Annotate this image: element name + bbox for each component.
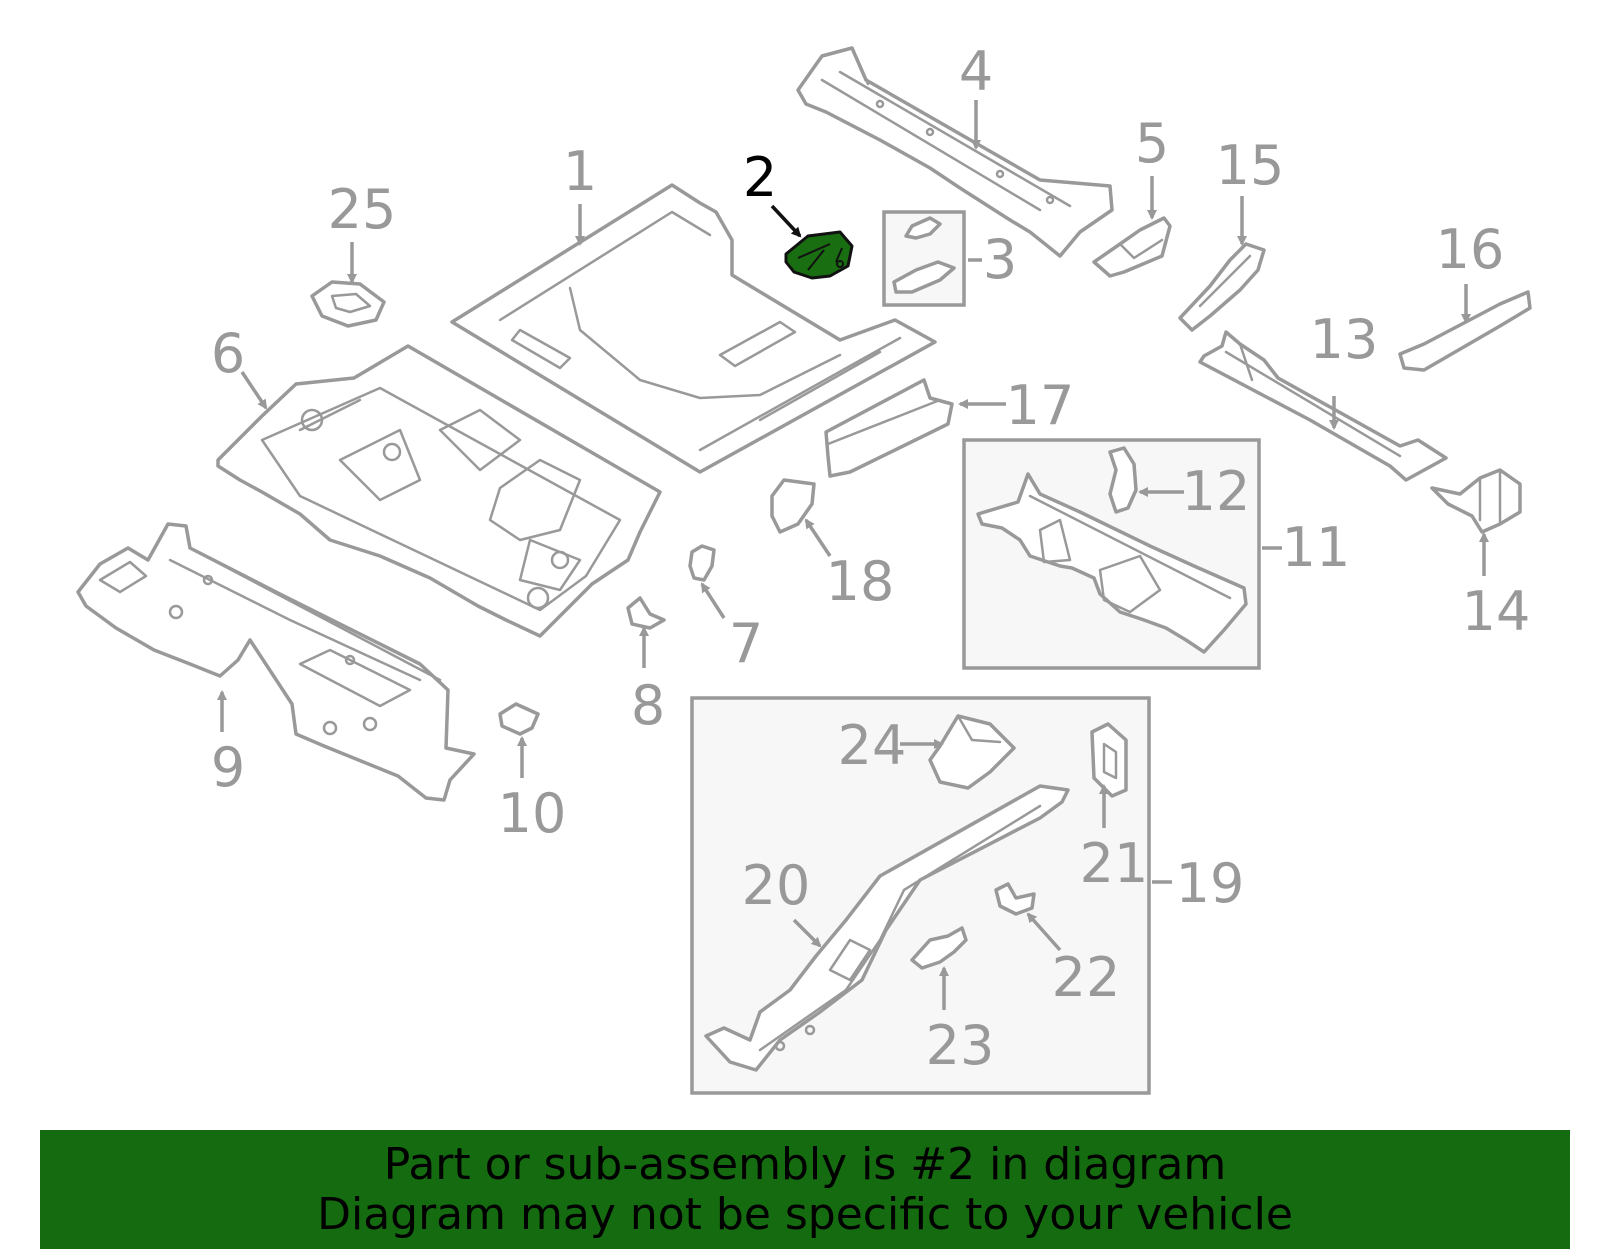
part-14-bracket[interactable]	[1430, 468, 1522, 534]
part-6-floor-assembly[interactable]	[216, 344, 662, 638]
part-10-clip[interactable]	[498, 702, 540, 736]
callout-19[interactable]: 19	[1176, 852, 1245, 915]
banner-line-1: Part or sub-assembly is #2 in diagram	[383, 1138, 1227, 1190]
part-3-brackets[interactable]	[892, 216, 956, 294]
part-17-member[interactable]	[824, 378, 954, 478]
callout-15[interactable]: 15	[1216, 134, 1285, 197]
callout-10[interactable]: 10	[498, 782, 567, 845]
callout-13[interactable]: 13	[1310, 308, 1379, 371]
callout-21[interactable]: 21	[1080, 832, 1149, 895]
callout-20[interactable]: 20	[742, 854, 811, 917]
callout-5[interactable]: 5	[1135, 112, 1169, 175]
part-13-rail[interactable]	[1198, 330, 1448, 482]
part-20-rail[interactable]	[704, 784, 1070, 1072]
callout-23[interactable]: 23	[926, 1014, 995, 1077]
part-9-rail[interactable]	[76, 522, 476, 802]
callout-2[interactable]: 2	[743, 146, 777, 209]
part-4-cross-member[interactable]	[796, 46, 1114, 258]
part-23-bracket[interactable]	[910, 926, 968, 970]
part-21-bracket[interactable]	[1090, 722, 1128, 798]
part-15-bracket[interactable]	[1178, 242, 1266, 332]
banner-line-2: Diagram may not be specific to your vehi…	[317, 1188, 1293, 1240]
part-2-bracket-highlighted[interactable]	[784, 230, 854, 280]
callout-7[interactable]: 7	[729, 612, 763, 675]
part-7-clip[interactable]	[688, 544, 716, 582]
info-banner: Part or sub-assembly is #2 in diagram Di…	[40, 1130, 1570, 1249]
callout-22[interactable]: 22	[1052, 946, 1121, 1009]
callout-9[interactable]: 9	[211, 736, 245, 799]
part-22-clip[interactable]	[994, 882, 1036, 916]
part-12-bracket[interactable]	[1108, 446, 1138, 514]
callout-14[interactable]: 14	[1462, 580, 1531, 643]
callout-6[interactable]: 6	[211, 322, 245, 385]
part-11-assembly[interactable]	[976, 472, 1248, 654]
part-18-plate[interactable]	[770, 478, 816, 534]
callout-3[interactable]: 3	[983, 228, 1017, 291]
part-1-floor-pan[interactable]	[450, 183, 937, 474]
callout-17[interactable]: 17	[1006, 374, 1075, 437]
callout-25[interactable]: 25	[328, 178, 397, 241]
part-24-bracket[interactable]	[928, 714, 1016, 790]
callout-24[interactable]: 24	[838, 714, 907, 777]
callout-4[interactable]: 4	[959, 40, 993, 103]
callout-16[interactable]: 16	[1436, 218, 1505, 281]
callout-12[interactable]: 12	[1182, 460, 1251, 523]
part-5-bracket[interactable]	[1092, 216, 1172, 278]
callout-1[interactable]: 1	[563, 140, 597, 203]
part-25-grommet[interactable]	[310, 280, 386, 328]
callout-labels: 1 2 3 4 5 6 7 8 9 10 11 12 13 14 15 16 1…	[211, 40, 1531, 1077]
callout-8[interactable]: 8	[631, 674, 665, 737]
leader-lines	[217, 100, 1489, 1010]
part-16-rail[interactable]	[1398, 290, 1532, 372]
part-8-clip[interactable]	[626, 596, 666, 630]
callout-18[interactable]: 18	[826, 550, 895, 613]
callout-11[interactable]: 11	[1282, 516, 1351, 579]
